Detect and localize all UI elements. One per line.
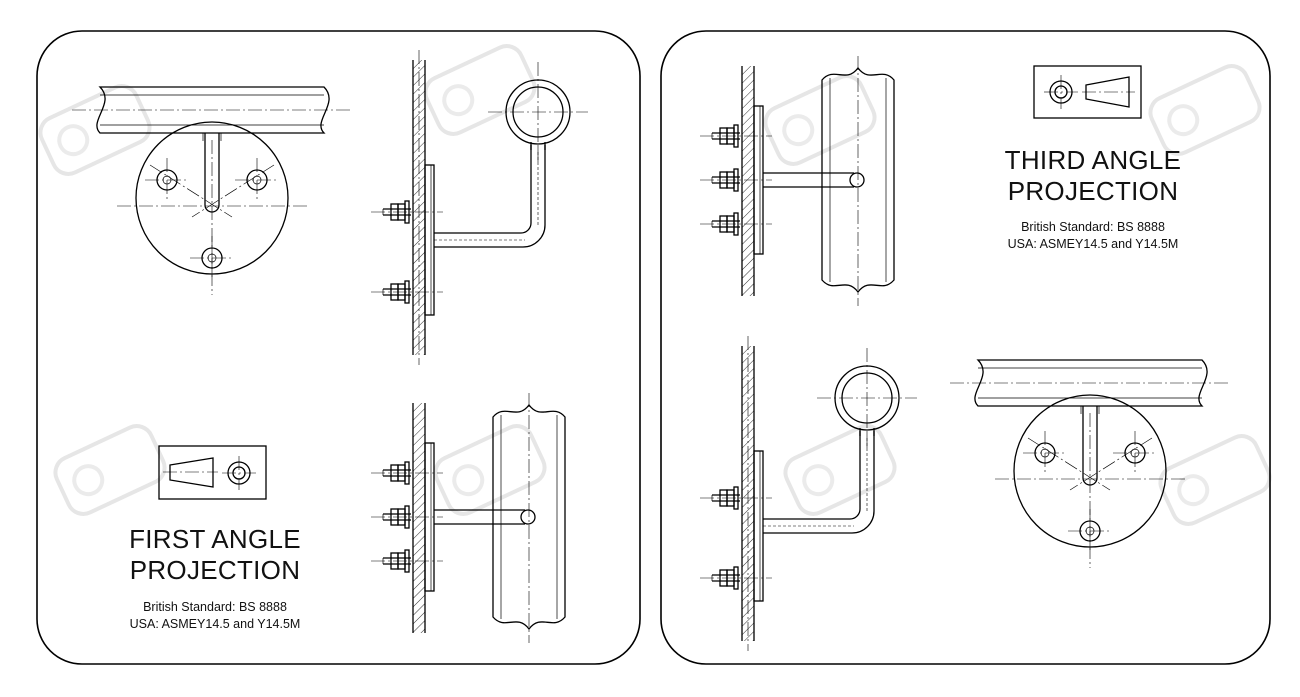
first-angle-front-view (71, 86, 353, 296)
first-angle-side-view (371, 50, 588, 365)
first-angle-title-line1: FIRST ANGLE (129, 524, 301, 554)
third-angle-title-line2: PROJECTION (1007, 176, 1179, 206)
watermark-layer (33, 38, 1277, 532)
third-angle-symbol (1033, 65, 1142, 119)
third-angle-title-line1: THIRD ANGLE (1004, 145, 1182, 175)
third-angle-front-view (949, 359, 1231, 569)
first-angle-title: FIRST ANGLE PROJECTION (100, 524, 330, 586)
first-angle-plan-view (371, 393, 565, 643)
first-angle-standard-british: British Standard: BS 8888 (143, 600, 287, 614)
first-angle-title-line2: PROJECTION (129, 555, 301, 585)
third-angle-panel-frame (660, 30, 1271, 665)
third-angle-standard-usa: USA: ASMEY14.5 and Y14.5M (1007, 237, 1179, 251)
third-angle-side-view (700, 336, 917, 651)
third-angle-standard-british: British Standard: BS 8888 (1021, 220, 1165, 234)
third-angle-title: THIRD ANGLE PROJECTION (978, 145, 1208, 207)
first-angle-panel-frame (36, 30, 641, 665)
first-angle-symbol (158, 445, 267, 500)
first-angle-standards: British Standard: BS 8888 USA: ASMEY14.5… (100, 599, 330, 633)
first-angle-standard-usa: USA: ASMEY14.5 and Y14.5M (129, 617, 301, 631)
third-angle-standards: British Standard: BS 8888 USA: ASMEY14.5… (978, 219, 1208, 253)
